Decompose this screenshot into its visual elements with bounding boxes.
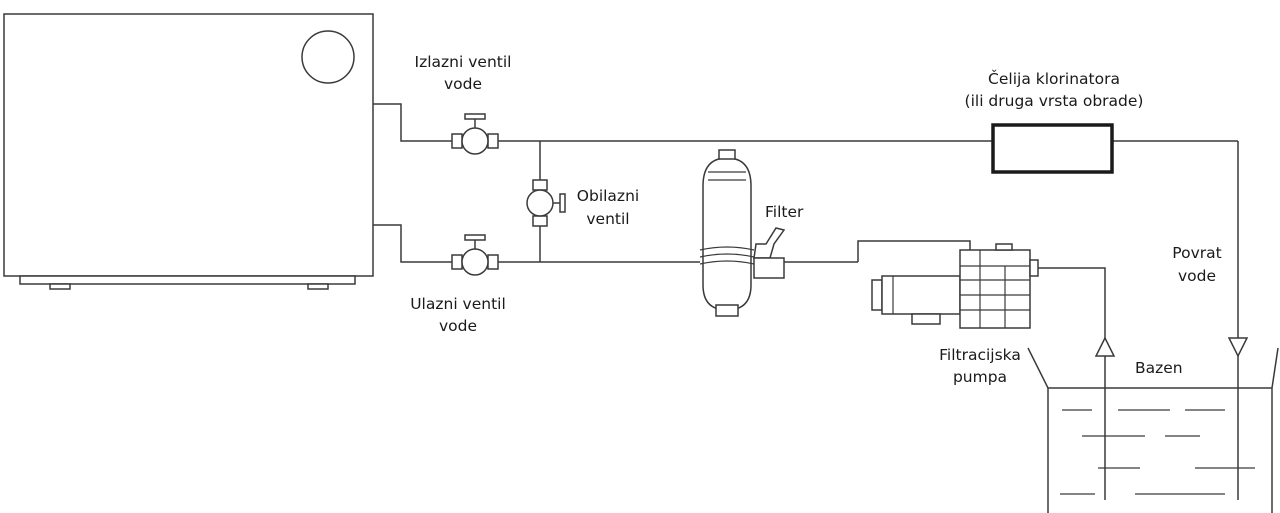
inlet-valve <box>451 234 499 276</box>
pool-basin <box>1027 347 1279 513</box>
bypass-valve <box>526 179 566 227</box>
filter-pump-label-line-2: pumpa <box>953 368 1007 386</box>
inlet-valve-label-line-2: vode <box>439 317 477 335</box>
chlorinator-cell <box>991 123 1114 174</box>
flow-markers <box>1094 336 1249 358</box>
chlorinator-label: Čelija klorinatora (ili druga vrsta obra… <box>965 69 1144 110</box>
inlet-valve-label: Ulazni ventil vode <box>410 295 506 335</box>
heat-pump-unit <box>3 13 374 290</box>
filter-label: Filter <box>765 203 804 221</box>
sand-filter <box>699 149 786 317</box>
pool-label: Bazen <box>1135 359 1183 377</box>
filtration-pump <box>871 243 1039 329</box>
filter-pump-label: Filtracijska pumpa <box>939 346 1021 386</box>
chlorinator-label-line-2: (ili druga vrsta obrade) <box>965 92 1144 110</box>
bypass-valve-label-line-1: Obilazni <box>577 187 639 205</box>
water-return-label-line-2: vode <box>1178 267 1216 285</box>
bypass-valve-label: Obilazni ventil <box>577 187 639 228</box>
filter-pump-label-line-1: Filtracijska <box>939 346 1021 364</box>
outlet-valve-label: Izlazni ventil vode <box>415 53 512 93</box>
outlet-valve <box>451 113 499 155</box>
water-return-label: Povrat vode <box>1172 244 1221 285</box>
bypass-valve-label-line-2: ventil <box>586 210 629 228</box>
inlet-valve-label-line-1: Ulazni ventil <box>410 295 506 313</box>
chlorinator-label-line-1: Čelija klorinatora <box>988 69 1120 88</box>
pool-water-lines <box>1060 409 1255 495</box>
outlet-valve-label-line-2: vode <box>444 75 482 93</box>
outlet-valve-label-line-1: Izlazni ventil <box>415 53 512 71</box>
water-return-label-line-1: Povrat <box>1172 244 1221 262</box>
